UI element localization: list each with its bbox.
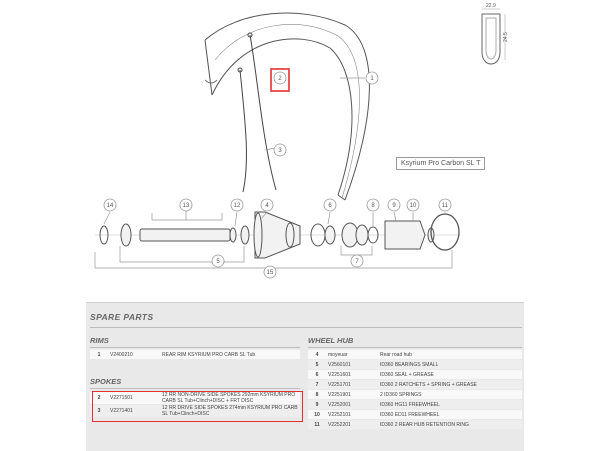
part-index: 4	[308, 350, 326, 360]
callout-label: 6	[328, 203, 332, 209]
callout-label: 1	[370, 76, 374, 82]
part-code: V2400210	[108, 350, 160, 360]
part-description: ID360 SEAL + GREASE	[378, 369, 522, 380]
callout-label: 10	[410, 203, 417, 209]
callout-10: 10	[406, 198, 420, 212]
part-code: V2271401	[108, 404, 160, 418]
callout-5: 5	[211, 254, 225, 268]
part-code: V2251601	[326, 369, 378, 380]
callout-label: 7	[355, 259, 359, 265]
callout-6: 6	[323, 198, 337, 212]
part-index: 8	[308, 389, 326, 400]
callout-1: 1	[365, 71, 379, 85]
part-code: V2251701	[326, 379, 378, 390]
divider	[90, 327, 522, 328]
callout-14: 14	[103, 198, 117, 212]
callout-12: 12	[230, 198, 244, 212]
callout-7: 7	[350, 254, 364, 268]
hub-assembly-drawing	[95, 211, 460, 259]
callout-4: 4	[260, 198, 274, 212]
part-description: REAR RIM KSYRIUM PRO CARB SL Tub	[160, 350, 300, 360]
part-description: ID360 HG11 FREEWHEEL	[378, 399, 522, 410]
callout-label: 13	[183, 203, 190, 209]
part-code: V2252101	[326, 409, 378, 420]
part-index: 10	[308, 409, 326, 420]
part-description: 12 RR DRIVE SIDE SPOKES 274mm KSYRIUM PR…	[160, 404, 300, 418]
part-index: 3	[90, 404, 108, 418]
part-index: 1	[90, 350, 108, 360]
callout-13: 13	[179, 198, 193, 212]
callout-label: 15	[267, 270, 274, 276]
spokes-drawing	[237, 32, 277, 193]
part-description: ID360 2 REAR HUB RETENTION RING	[378, 419, 522, 430]
part-index: 5	[308, 359, 326, 370]
highlight-box-spoke	[270, 68, 290, 92]
callout-label: 2	[278, 76, 282, 82]
callout-label: 3	[278, 148, 282, 154]
rims-title: RIMS	[90, 336, 109, 345]
rim-drawing	[204, 12, 370, 201]
callout-9: 9	[387, 198, 401, 212]
rim-height-dim: 24.5	[503, 32, 509, 42]
callout-label: 8	[371, 203, 375, 209]
part-index: 7	[308, 379, 326, 390]
part-description: ID360 BEARINGS SMALL	[378, 359, 522, 370]
rim-width-dim: 22.9	[486, 3, 496, 9]
callout-label: 14	[107, 203, 114, 209]
callout-2: 2	[273, 71, 287, 85]
part-code: V2252201	[326, 419, 378, 430]
divider	[90, 388, 300, 389]
highlight-box-spoke-row	[92, 391, 303, 422]
callout-label: 11	[442, 203, 449, 209]
callout-11: 11	[438, 198, 452, 212]
part-index: 9	[308, 399, 326, 410]
part-code: V2271501	[108, 392, 160, 405]
part-description: ID360 2 RATCHETS + SPRING + GREASE	[378, 379, 522, 390]
callout-label: 4	[265, 203, 269, 209]
callout-label: 5	[216, 259, 220, 265]
divider	[308, 347, 522, 348]
part-description: Rear road hub	[378, 350, 522, 360]
part-description: 12 RR NON-DRIVE SIDE SPOKES 292mm KSYRIU…	[160, 392, 300, 405]
wheel-hub-title: WHEEL HUB	[308, 336, 354, 345]
rim-section-drawing	[481, 8, 506, 65]
part-code: V2560101	[326, 359, 378, 370]
part-description: 2 ID360 SPRINGS	[378, 389, 522, 400]
part-index: 2	[90, 392, 108, 405]
spare-parts-title: SPARE PARTS	[90, 312, 154, 322]
part-code: V2252001	[326, 399, 378, 410]
model-label: Ksyrium Pro Carbon SL T	[396, 157, 486, 170]
part-description: ID360 ED11 FREEWHEEL	[378, 409, 522, 420]
part-code: V2251901	[326, 389, 378, 400]
spokes-title: SPOKES	[90, 377, 122, 386]
divider	[90, 347, 300, 348]
callout-label: 12	[234, 203, 241, 209]
part-code: moyeuar	[326, 350, 378, 360]
callout-label: 9	[392, 203, 396, 209]
part-index: 6	[308, 369, 326, 380]
callout-15: 15	[263, 265, 277, 279]
part-index: 11	[308, 419, 326, 430]
callout-3: 3	[273, 143, 287, 157]
callout-8: 8	[366, 198, 380, 212]
